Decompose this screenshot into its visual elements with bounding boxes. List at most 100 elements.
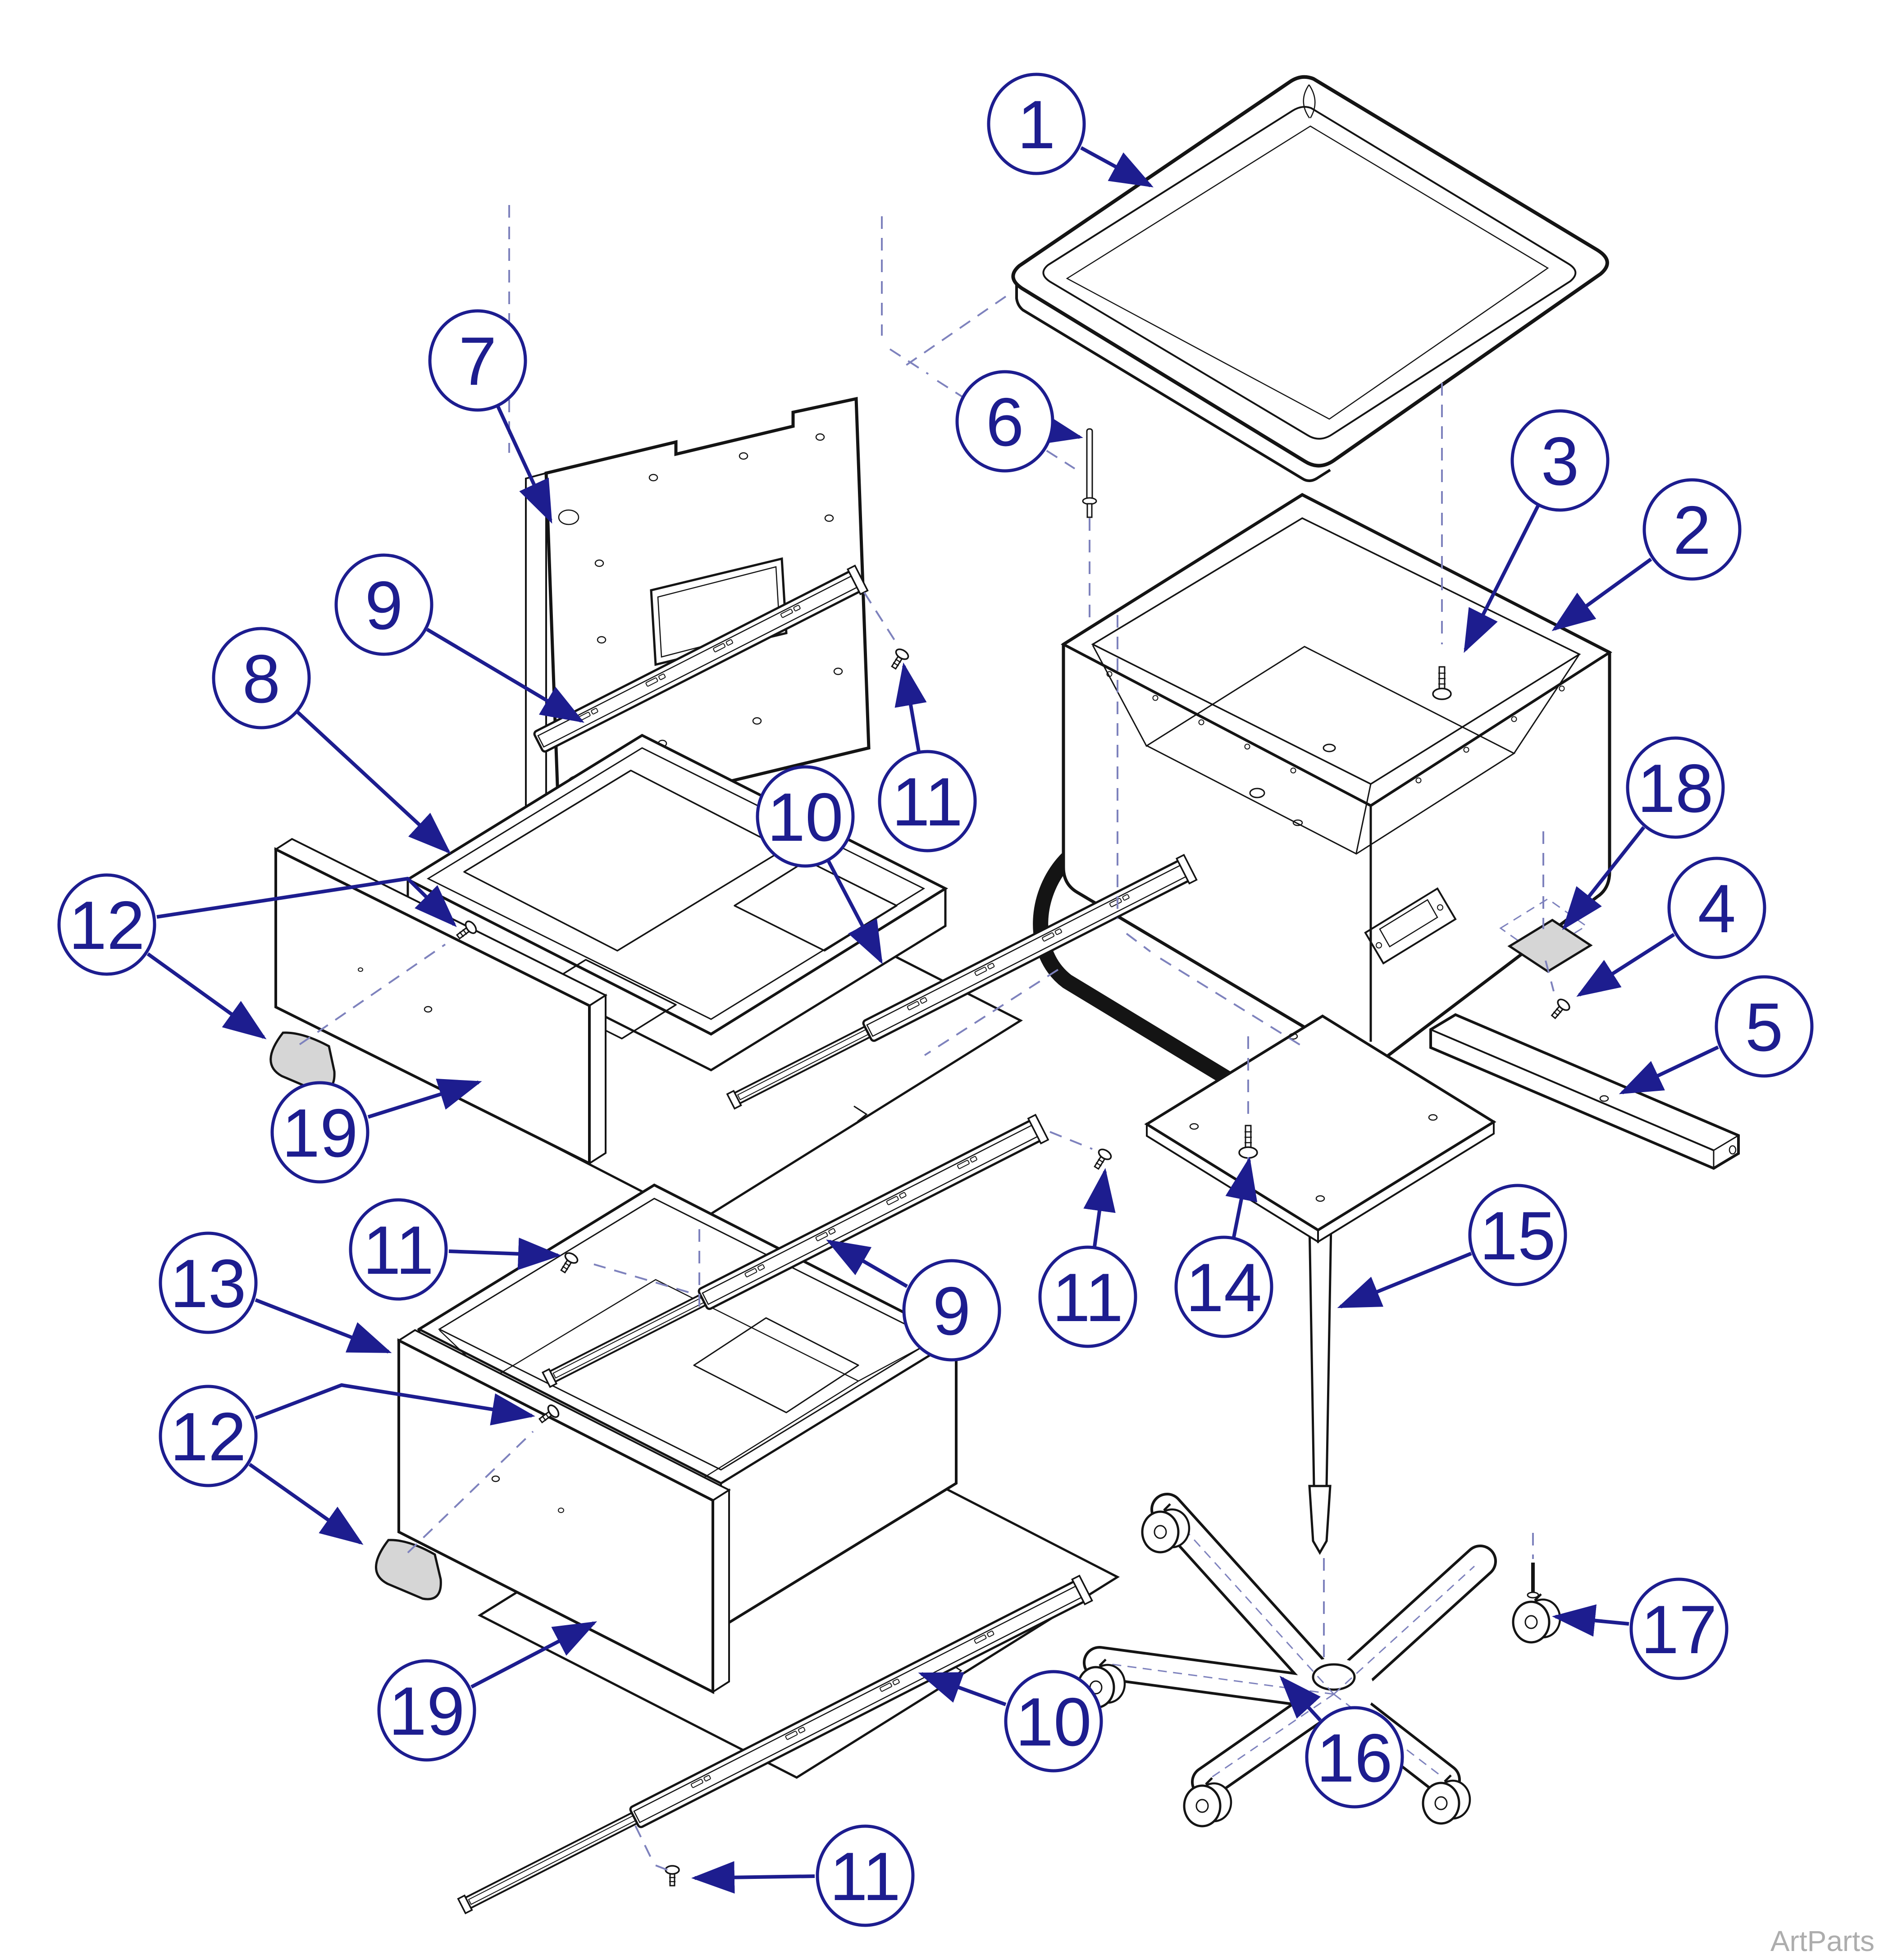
callout-9-upper: 9 [334, 553, 584, 723]
callout-7-circle [428, 309, 527, 412]
callout-10-upper-number: 10 [767, 779, 843, 856]
drawer-slide-9-upper [533, 565, 869, 753]
callout-16-number: 16 [1316, 1720, 1392, 1796]
callout-11-upper-circle [878, 750, 977, 852]
callout-10-lower-circle [1004, 1670, 1103, 1773]
callout-8-circle [212, 627, 311, 729]
callout-9-upper-number: 9 [365, 567, 403, 644]
callout-12-upper-leader-arrow [146, 952, 267, 1039]
drawer-13 [397, 1183, 959, 1694]
callout-19-upper: 19 [270, 1079, 482, 1184]
callout-16: 16 [1279, 1676, 1404, 1809]
screw-4 [1547, 996, 1573, 1022]
callout-13-number: 13 [170, 1245, 246, 1322]
callout-19-upper-number: 19 [282, 1095, 358, 1171]
callout-9-lower: 9 [826, 1239, 1001, 1362]
callout-18: 18 [1562, 736, 1725, 930]
callout-14-circle [1174, 1235, 1273, 1338]
callout-17-leader-arrow [1552, 1604, 1629, 1637]
callout-9-lower-circle [902, 1259, 1001, 1362]
callout-12-lower-leader-arrow [255, 1383, 535, 1426]
caster-17 [1513, 1563, 1560, 1642]
callout-17-circle [1629, 1577, 1729, 1680]
callout-9-lower-number: 9 [933, 1273, 971, 1349]
callout-15-leader-arrow [1337, 1252, 1472, 1308]
callout-17: 17 [1552, 1577, 1729, 1680]
callout-8-number: 8 [242, 641, 281, 717]
callout-12-lower-circle [159, 1385, 258, 1487]
callout-9-upper-circle [334, 553, 433, 656]
callout-13-circle [159, 1231, 258, 1334]
callout-5-circle [1715, 975, 1814, 1078]
callout-14: 14 [1174, 1157, 1273, 1338]
screw-11-mid [1090, 1146, 1114, 1172]
callout-11-mid-leader-arrow [1083, 1168, 1116, 1247]
callout-6-circle [955, 370, 1054, 473]
callout-12-upper: 12 [57, 873, 457, 1039]
callout-11-upper-leader-arrow [894, 662, 927, 752]
callout-5-number: 5 [1745, 989, 1784, 1066]
callout-1-circle [987, 73, 1086, 175]
callout-11-bottom-leader-arrow [691, 1861, 815, 1894]
callout-8: 8 [212, 627, 451, 854]
callout-19-lower-number: 19 [388, 1673, 465, 1750]
callout-9-upper-leader-arrow [426, 628, 584, 723]
callout-16-circle [1305, 1706, 1404, 1809]
callout-11-mid-circle [1038, 1245, 1137, 1348]
callout-19-lower-leader-arrow [470, 1621, 598, 1689]
callout-10-upper: 10 [756, 765, 883, 965]
screw-11-upper [887, 646, 911, 672]
callout-11-upper-number: 11 [892, 764, 963, 840]
callout-18-leader-arrow [1562, 826, 1646, 930]
callout-14-leader-arrow [1225, 1157, 1258, 1238]
callout-5-leader-arrow [1619, 1045, 1719, 1094]
callout-3-number: 3 [1541, 423, 1579, 500]
callout-1: 1 [987, 73, 1154, 187]
callout-19-lower: 19 [377, 1621, 598, 1762]
callout-6-number: 6 [986, 384, 1024, 460]
callout-10-upper-leader-arrow [826, 859, 883, 965]
callout-9-lower-leader-arrow [826, 1239, 908, 1288]
callout-2-number: 2 [1673, 492, 1711, 569]
callout-12-upper-number: 12 [68, 887, 145, 964]
callout-2-circle [1642, 478, 1742, 581]
callout-6-leader-arrow [1037, 413, 1083, 445]
callout-15-circle [1468, 1184, 1567, 1286]
callout-5: 5 [1619, 975, 1814, 1094]
callout-17-number: 17 [1641, 1591, 1717, 1668]
callout-11-mid: 11 [1038, 1168, 1137, 1348]
glide-pad-18 [1507, 919, 1593, 973]
bumper-rail-5 [1429, 1013, 1740, 1170]
callout-13: 13 [159, 1231, 392, 1354]
tray-top [1011, 75, 1609, 482]
callout-4-leader-arrow [1576, 933, 1675, 997]
watermark: ArtParts [1770, 1925, 1875, 1957]
callout-11-left-circle [349, 1198, 448, 1301]
callout-12-lower-number: 12 [170, 1399, 246, 1475]
callout-3-leader-arrow [1464, 505, 1540, 653]
callout-10-lower-leader-arrow [918, 1672, 1007, 1706]
drawer-slide-10-upper [726, 854, 1198, 1110]
callout-3-circle [1510, 409, 1610, 512]
callout-11-left-leader-arrow [448, 1237, 561, 1270]
callout-16-leader-arrow [1279, 1676, 1322, 1722]
callout-18-number: 18 [1637, 750, 1713, 827]
callout-12-upper-circle [57, 873, 156, 976]
callout-2: 2 [1551, 478, 1742, 631]
callout-11-mid-number: 11 [1052, 1259, 1123, 1336]
callout-12-lower-leader-arrow [248, 1463, 364, 1545]
callout-14-number: 14 [1186, 1249, 1262, 1326]
drawer-slide-9-lower [541, 1113, 1049, 1388]
callout-10-upper-circle [756, 765, 855, 868]
callout-19-upper-leader-arrow [367, 1079, 482, 1119]
callout-11-bottom-number: 11 [830, 1838, 901, 1915]
callout-10-lower: 10 [918, 1670, 1103, 1773]
callout-11-left-number: 11 [363, 1212, 434, 1289]
callout-13-leader-arrow [255, 1298, 392, 1354]
callout-10-lower-number: 10 [1015, 1684, 1091, 1760]
callout-4: 4 [1576, 857, 1766, 997]
pedestal-column-15 [1307, 1170, 1333, 1555]
callout-4-number: 4 [1698, 871, 1736, 947]
callout-11-upper: 11 [878, 662, 977, 852]
pivot-pin-6 [1082, 428, 1097, 518]
